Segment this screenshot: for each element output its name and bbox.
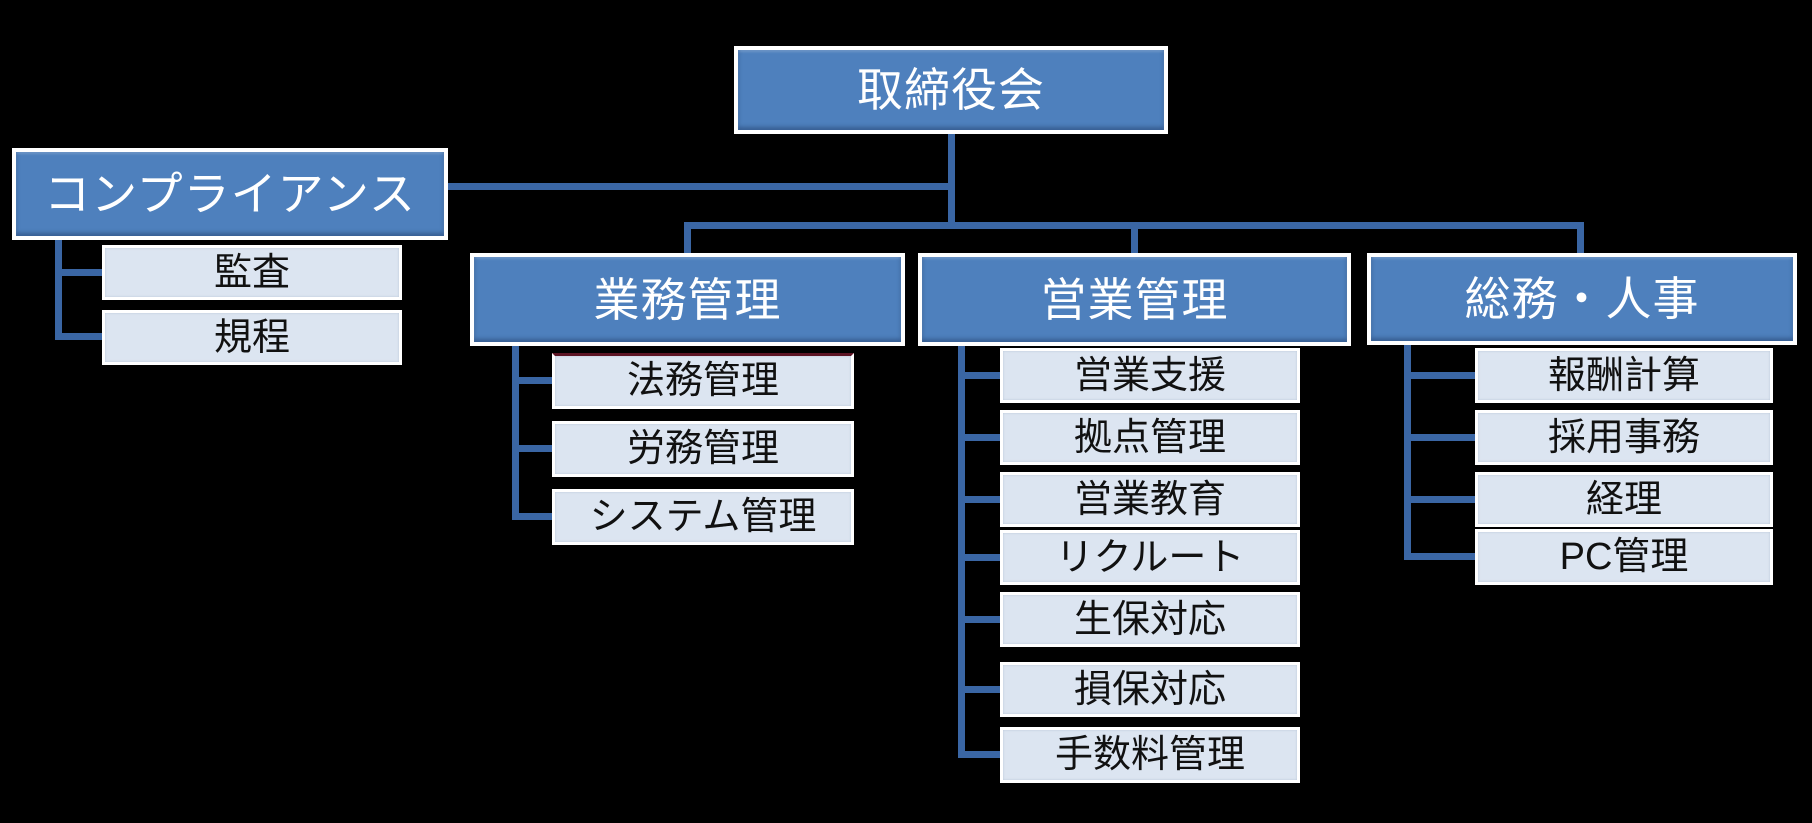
connector-root-vertical bbox=[948, 134, 955, 229]
connector-sales-stub-5 bbox=[958, 616, 1003, 623]
connector-general-stub-2 bbox=[1404, 434, 1478, 441]
connector-general-stub-1 bbox=[1404, 372, 1478, 379]
node-commission-management-label: 手数料管理 bbox=[1054, 734, 1245, 776]
node-system-management: システム管理 bbox=[552, 489, 854, 545]
node-branch-office-management-label: 拠点管理 bbox=[1073, 416, 1226, 459]
node-accounting-label: 経理 bbox=[1585, 478, 1662, 521]
connector-business-stub-2 bbox=[512, 445, 555, 452]
node-regulations-label: 規程 bbox=[213, 316, 290, 359]
node-legal-management-label: 法務管理 bbox=[626, 360, 779, 402]
node-nonlife-insurance-support-label: 損保対応 bbox=[1073, 668, 1226, 711]
node-sales-training: 営業教育 bbox=[1000, 472, 1300, 527]
node-business-management-label: 業務管理 bbox=[593, 273, 782, 326]
connector-sales-rail bbox=[958, 346, 965, 758]
connector-business-stub-3 bbox=[512, 513, 555, 520]
connector-general-stub-3 bbox=[1404, 496, 1478, 503]
node-labor-management: 労務管理 bbox=[552, 421, 854, 477]
connector-business-stub-1 bbox=[512, 377, 555, 384]
node-compliance: コンプライアンス bbox=[12, 148, 448, 240]
node-sales-support-label: 営業支援 bbox=[1073, 354, 1226, 397]
connector-business-rail bbox=[512, 346, 519, 520]
node-sales-training-label: 営業教育 bbox=[1073, 478, 1226, 521]
connector-sales-stub-7 bbox=[958, 751, 1003, 758]
connector-general-stub-4 bbox=[1404, 553, 1478, 560]
node-compensation-calculation-label: 報酬計算 bbox=[1547, 354, 1700, 397]
node-business-management: 業務管理 bbox=[470, 253, 905, 346]
connector-compliance-horizontal bbox=[448, 183, 952, 190]
node-hiring-administration: 採用事務 bbox=[1475, 410, 1773, 465]
node-pc-management-label: PC管理 bbox=[1559, 536, 1689, 578]
node-nonlife-insurance-support: 損保対応 bbox=[1000, 662, 1300, 717]
node-commission-management: 手数料管理 bbox=[1000, 727, 1300, 783]
node-legal-management: 法務管理 bbox=[552, 353, 854, 409]
node-recruiting: リクルート bbox=[1000, 530, 1300, 585]
node-life-insurance-support: 生保対応 bbox=[1000, 592, 1300, 647]
node-board: 取締役会 bbox=[734, 46, 1168, 134]
connector-sales-stub-3 bbox=[958, 496, 1003, 503]
node-audit: 監査 bbox=[102, 245, 402, 300]
connector-sales-stub-6 bbox=[958, 686, 1003, 693]
node-general-affairs-hr: 総務・人事 bbox=[1367, 253, 1797, 345]
connector-general-rail bbox=[1404, 345, 1411, 560]
connector-stub-business bbox=[684, 222, 691, 254]
node-board-label: 取締役会 bbox=[857, 64, 1045, 116]
node-sales-management: 営業管理 bbox=[918, 253, 1351, 346]
node-sales-support: 営業支援 bbox=[1000, 348, 1300, 403]
node-sales-management-label: 営業管理 bbox=[1040, 273, 1229, 326]
connector-stub-sales bbox=[1131, 222, 1138, 254]
node-branch-office-management: 拠点管理 bbox=[1000, 410, 1300, 465]
connector-sales-stub-2 bbox=[958, 434, 1003, 441]
node-accounting: 経理 bbox=[1475, 472, 1773, 527]
node-recruiting-label: リクルート bbox=[1055, 536, 1245, 579]
node-pc-management: PC管理 bbox=[1475, 529, 1773, 585]
connector-compliance-stub-1 bbox=[55, 269, 105, 276]
node-system-management-label: システム管理 bbox=[589, 496, 817, 538]
node-life-insurance-support-label: 生保対応 bbox=[1073, 598, 1226, 641]
node-labor-management-label: 労務管理 bbox=[626, 428, 779, 470]
connector-stub-general bbox=[1577, 222, 1584, 254]
node-hiring-administration-label: 採用事務 bbox=[1547, 416, 1700, 459]
node-general-affairs-hr-label: 総務・人事 bbox=[1464, 273, 1700, 325]
node-regulations: 規程 bbox=[102, 310, 402, 365]
connector-sales-stub-4 bbox=[958, 554, 1003, 561]
connector-compliance-stub-2 bbox=[55, 333, 105, 340]
node-compliance-label: コンプライアンス bbox=[44, 168, 416, 220]
connector-sales-stub-1 bbox=[958, 372, 1003, 379]
node-compensation-calculation: 報酬計算 bbox=[1475, 348, 1773, 403]
connector-compliance-rail bbox=[55, 240, 62, 340]
node-audit-label: 監査 bbox=[213, 251, 290, 294]
